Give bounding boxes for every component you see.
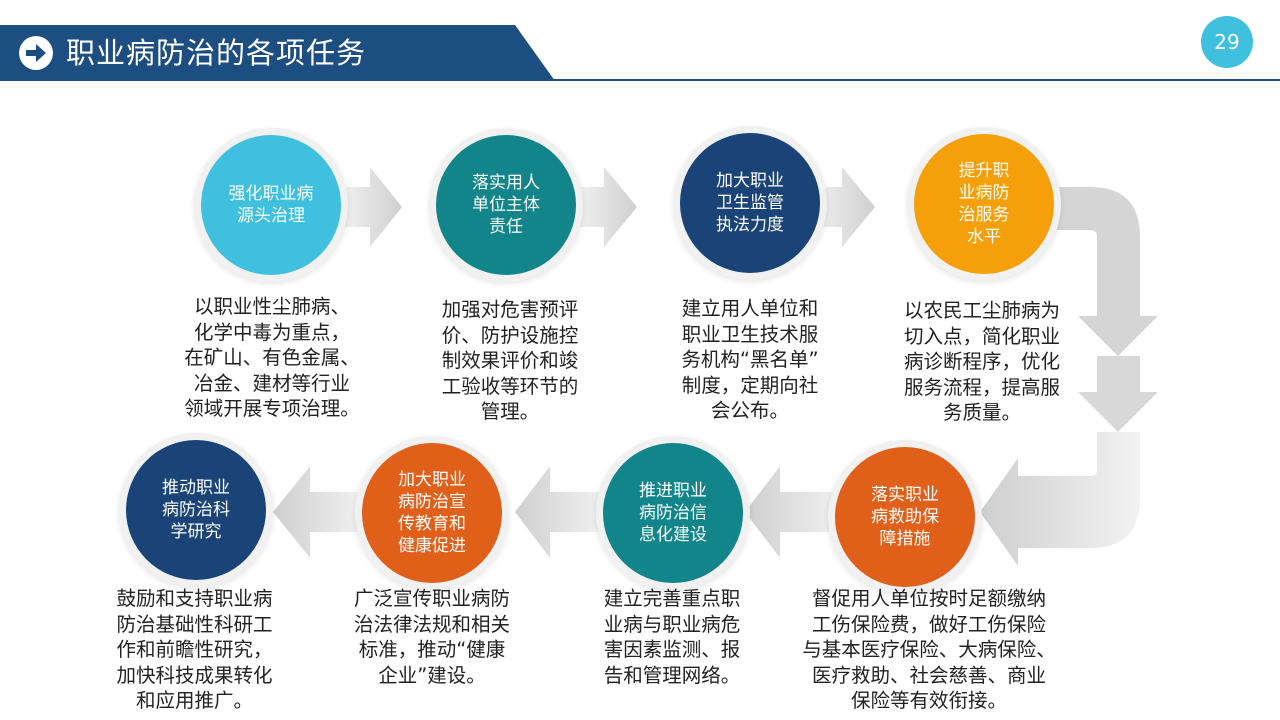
page-number: 29 [1214, 30, 1240, 54]
flow-arrow-3-4 [812, 167, 875, 247]
page-number-badge: 29 [1201, 16, 1253, 68]
task-circle-2: 落实用人 单位主体 责任 [436, 135, 576, 275]
flow-arrow-5-6 [745, 466, 845, 558]
task-desc-6: 建立完善重点职 业病与职业病危 害因素监测、报 告和管理网络。 [603, 587, 741, 687]
task-title-8: 推动职业 病防治科 学研究 [162, 478, 230, 542]
page-title: 职业病防治的各项任务 [66, 36, 367, 70]
title-bar [0, 25, 555, 81]
task-circle-1: 强化职业病 源头治理 [201, 135, 341, 275]
uturn-lower [1078, 356, 1158, 432]
flow-arrow-7-8 [273, 466, 366, 558]
task-desc-2: 加强对危害预评 价、防护设施控 制效果评价和竣 工验收等环节的 管理。 [441, 298, 579, 423]
task-desc-7: 广泛宣传职业病防 治法律法规和相关 标准，推动“健康 企业”建设。 [353, 587, 510, 687]
task-title-2: 落实用人 单位主体 责任 [472, 173, 540, 237]
task-circle-6: 推进职业 病防治信 息化建设 [603, 443, 743, 583]
task-desc-1: 以职业性尘肺病、 化学中毒为重点， 在矿山、有色金属、 冶金、建材等行业 领域开… [184, 295, 360, 420]
task-desc-4: 以农民工尘肺病为 切入点，简化职业 病诊断程序，优化 服务流程，提高服 务质量。 [903, 299, 1060, 424]
task-title-6: 推进职业 病防治信 息化建设 [639, 481, 707, 545]
task-circle-3: 加大职业 卫生监管 执法力度 [680, 133, 820, 273]
title-divider [0, 79, 1280, 81]
flow-arrow-6-7 [515, 466, 606, 558]
task-title-3: 加大职业 卫生监管 执法力度 [716, 171, 784, 235]
task-circle-8: 推动职业 病防治科 学研究 [126, 440, 266, 580]
uturn-connector [1050, 187, 1158, 356]
task-title-1: 强化职业病 源头治理 [228, 184, 314, 226]
task-desc-8: 鼓励和支持职业病 防治基础性科研工 作和前瞻性研究， 加快科技成果转化 和应用推… [116, 587, 273, 712]
task-title-4: 提升职 业病防 治服务 水平 [958, 161, 1010, 247]
task-circle-5: 落实职业 病救助保 障措施 [835, 447, 975, 587]
flow-arrow-1-2 [340, 167, 402, 247]
task-desc-3: 建立用人单位和 职业卫生技术服 务机构“黑名单” 制度，定期向社 会公布。 [681, 297, 819, 422]
arrow-right-circle-icon [19, 36, 53, 70]
task-desc-5: 督促用人单位按时足额缴纳 工伤保险费，做好工伤保险 与基本医疗保险、大病保险、 … [802, 587, 1056, 712]
task-circle-7: 加大职业 病防治宣 传教育和 健康促进 [362, 443, 502, 583]
task-title-5: 落实职业 病救助保 障措施 [871, 485, 939, 549]
task-circle-4: 提升职 业病防 治服务 水平 [914, 134, 1054, 274]
flow-arrow-2-3 [576, 167, 637, 247]
uturn-bottom [980, 432, 1140, 566]
task-title-7: 加大职业 病防治宣 传教育和 健康促进 [398, 470, 466, 556]
